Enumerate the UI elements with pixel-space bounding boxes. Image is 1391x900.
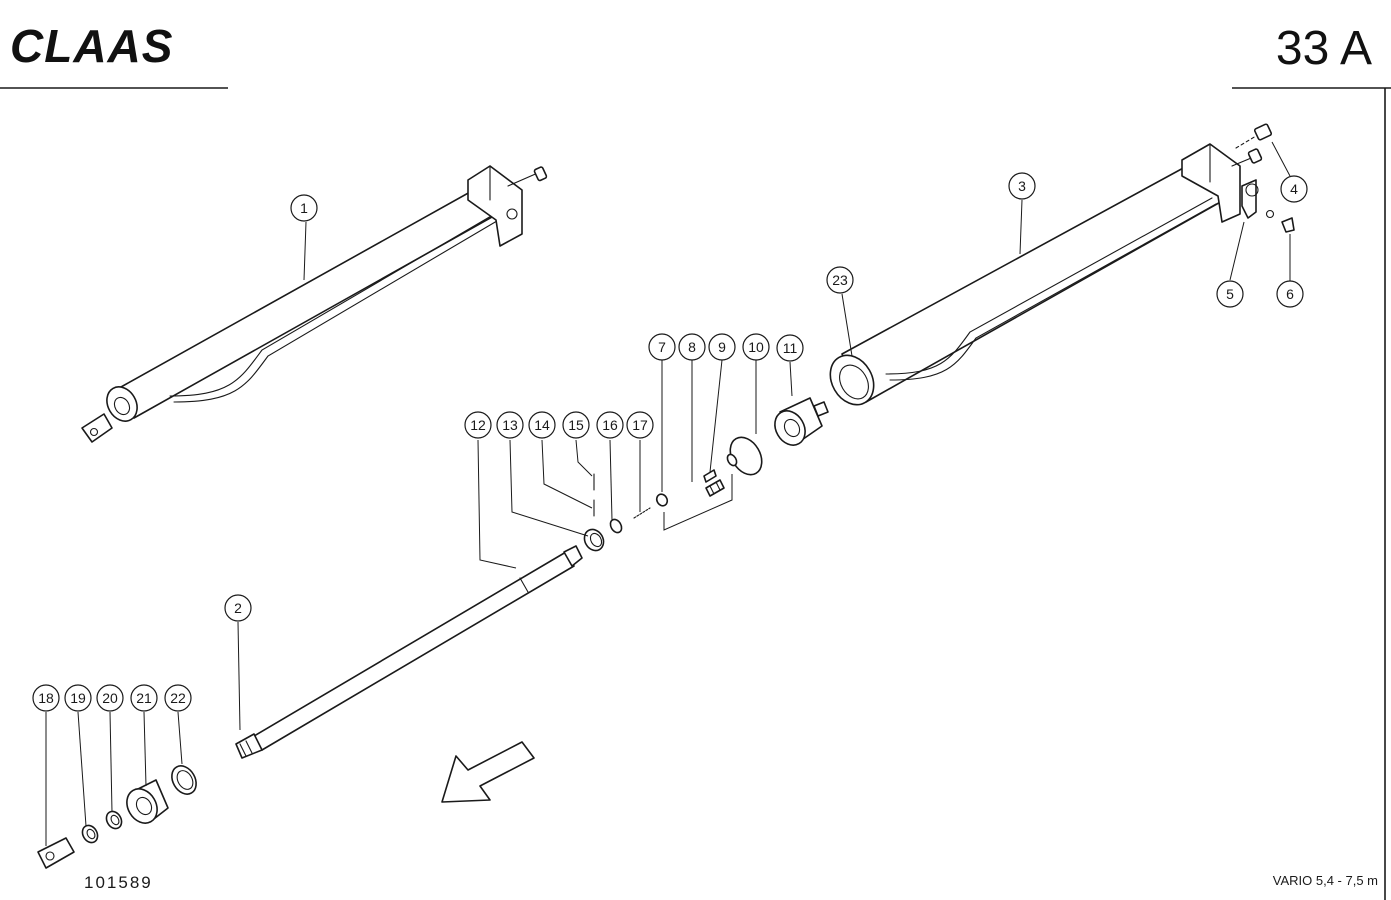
callout-17: 17 xyxy=(626,411,654,439)
callout-16: 16 xyxy=(596,411,624,439)
svg-text:21: 21 xyxy=(136,690,152,706)
svg-text:7: 7 xyxy=(658,339,666,355)
svg-text:18: 18 xyxy=(38,690,54,706)
svg-text:22: 22 xyxy=(170,690,186,706)
svg-text:12: 12 xyxy=(470,417,486,433)
callout-21: 21 xyxy=(130,684,158,712)
callout-13: 13 xyxy=(496,411,524,439)
svg-text:6: 6 xyxy=(1286,286,1294,302)
svg-text:10: 10 xyxy=(748,339,764,355)
callout-8: 8 xyxy=(678,333,706,361)
callout-6: 6 xyxy=(1276,280,1304,308)
svg-text:19: 19 xyxy=(70,690,86,706)
cylinder-tube-left xyxy=(81,165,548,443)
svg-text:11: 11 xyxy=(783,340,798,356)
callout-1: 1 xyxy=(290,194,318,222)
svg-text:5: 5 xyxy=(1226,286,1234,302)
callout-11: 11 xyxy=(776,334,804,362)
direction-arrow xyxy=(441,741,535,803)
drawing-number: 101589 xyxy=(84,873,153,892)
callout-18: 18 xyxy=(32,684,60,712)
cylinder-tube-right xyxy=(829,123,1295,406)
svg-text:8: 8 xyxy=(688,339,696,355)
brand-logo: CLAAS xyxy=(10,20,173,72)
callout-12: 12 xyxy=(464,411,492,439)
callout-14: 14 xyxy=(528,411,556,439)
callout-5: 5 xyxy=(1216,280,1244,308)
page-reference: 33 A xyxy=(1276,22,1372,75)
svg-text:17: 17 xyxy=(632,417,648,433)
svg-text:3: 3 xyxy=(1018,178,1026,194)
svg-text:15: 15 xyxy=(568,417,584,433)
svg-text:2: 2 xyxy=(234,600,242,616)
callout-22: 22 xyxy=(164,684,192,712)
callout-19: 19 xyxy=(64,684,92,712)
callout-7: 7 xyxy=(648,333,676,361)
model-note: VARIO 5,4 - 7,5 m xyxy=(1273,873,1378,888)
svg-text:23: 23 xyxy=(832,272,848,288)
svg-text:20: 20 xyxy=(102,690,118,706)
callout-9: 9 xyxy=(708,333,736,361)
page-frame xyxy=(0,87,1391,900)
seal-kit-small-parts xyxy=(583,397,829,552)
svg-text:16: 16 xyxy=(602,417,618,433)
callout-10: 10 xyxy=(742,333,770,361)
svg-text:13: 13 xyxy=(502,417,518,433)
svg-text:4: 4 xyxy=(1290,181,1298,197)
callout-leaders xyxy=(45,141,1291,846)
svg-text:14: 14 xyxy=(534,417,550,433)
callout-15: 15 xyxy=(562,411,590,439)
callout-3: 3 xyxy=(1008,172,1036,200)
svg-text:1: 1 xyxy=(300,200,308,216)
callout-23: 23 xyxy=(826,266,854,294)
rod-end-parts xyxy=(37,765,197,869)
svg-text:9: 9 xyxy=(718,339,726,355)
callout-4: 4 xyxy=(1280,175,1308,203)
piston-rod xyxy=(235,545,583,759)
callout-20: 20 xyxy=(96,684,124,712)
callout-2: 2 xyxy=(224,594,252,622)
